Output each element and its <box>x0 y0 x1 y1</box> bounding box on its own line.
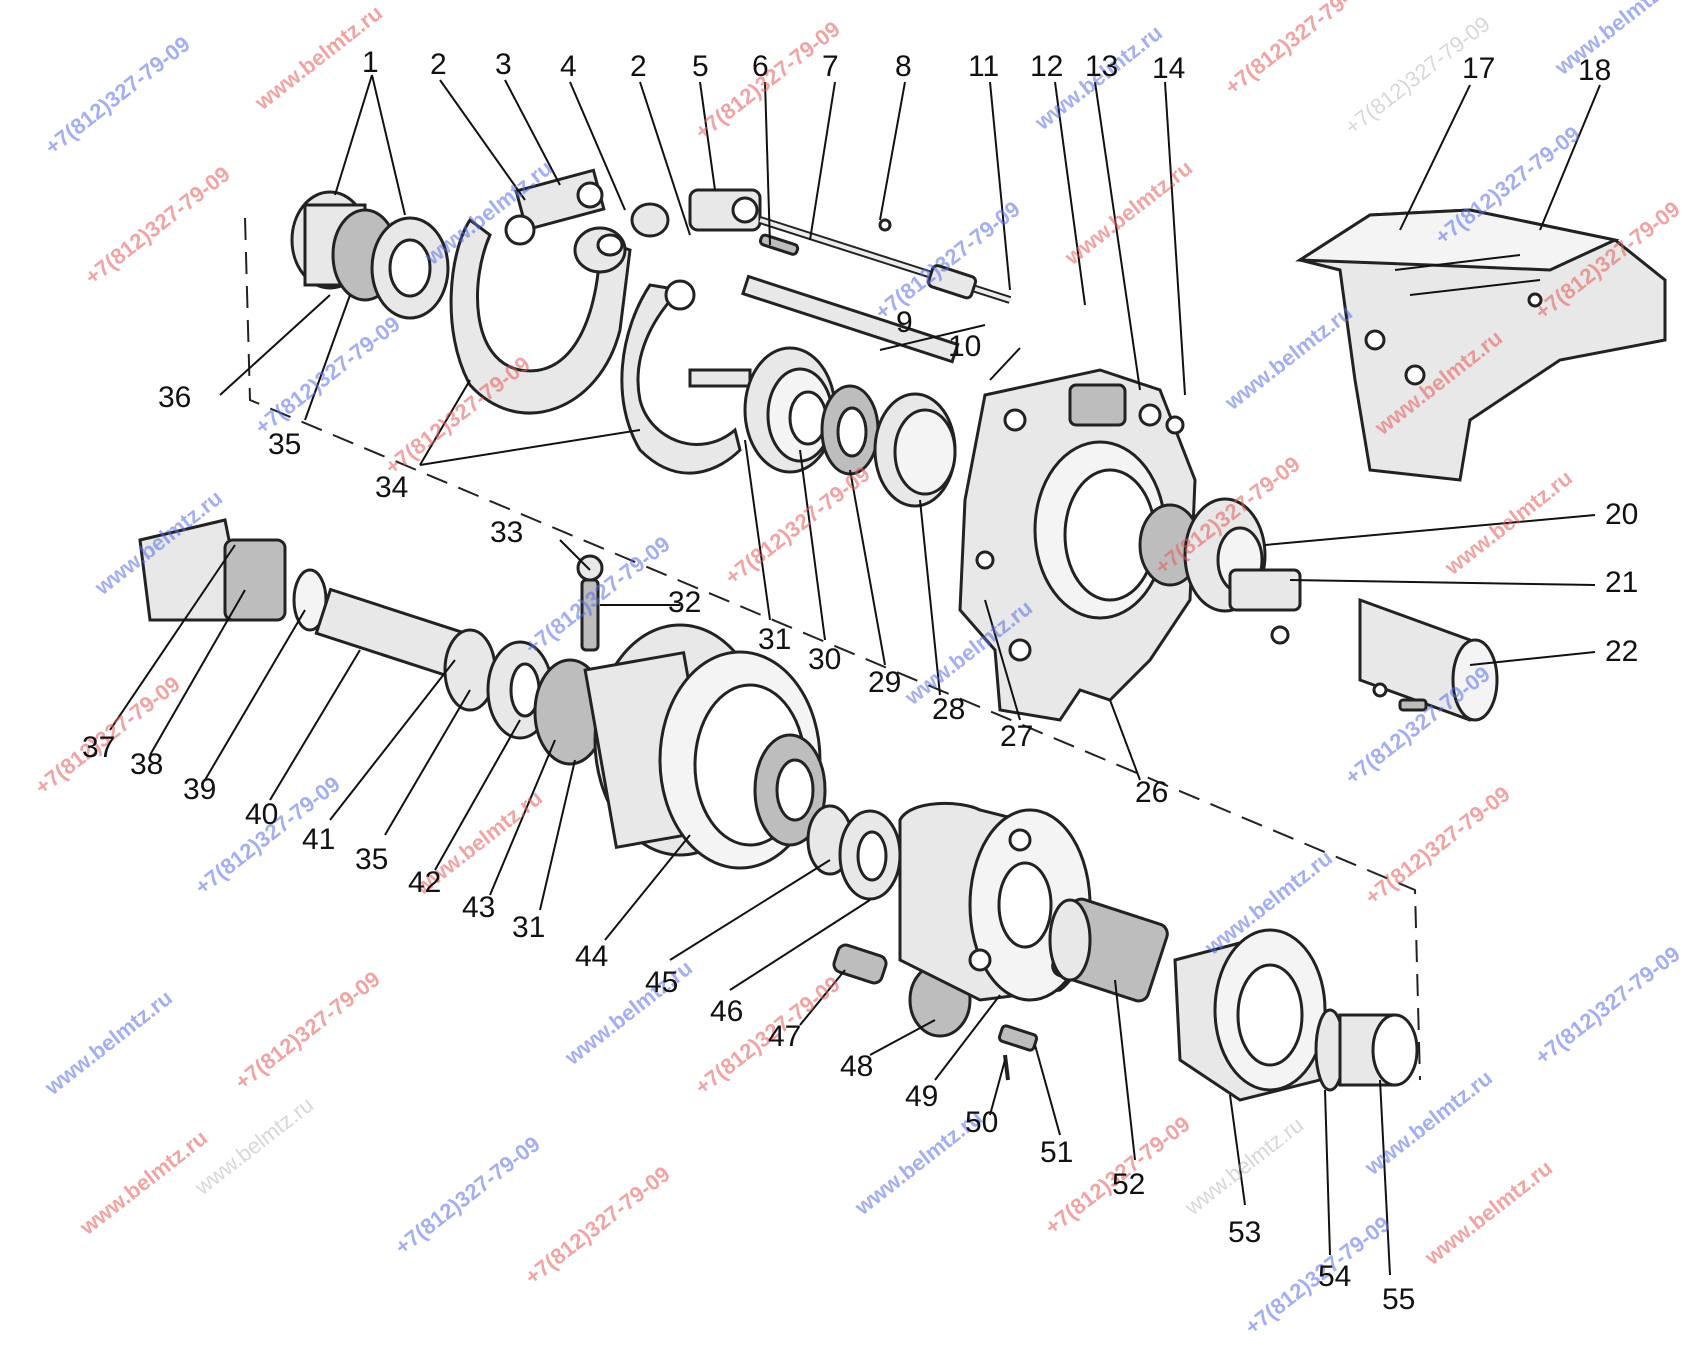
part-ring-gear-drum <box>583 623 827 870</box>
callout-31: 31 <box>512 911 546 944</box>
callout-38: 38 <box>130 748 164 781</box>
callout-1: 1 <box>362 46 379 79</box>
callout-44: 44 <box>575 940 609 973</box>
part-protective-guard <box>1295 208 1667 482</box>
callout-51: 51 <box>1040 1136 1074 1169</box>
part-lever-rod <box>688 188 1012 304</box>
callout-8: 8 <box>895 50 912 83</box>
callout-26: 26 <box>1135 776 1169 809</box>
callout-42: 42 <box>408 866 442 899</box>
part-sleeve <box>1314 1008 1419 1092</box>
callout-7: 7 <box>822 50 839 83</box>
callout-2: 2 <box>430 48 447 81</box>
callout-54: 54 <box>1318 1260 1352 1293</box>
callout-21: 21 <box>1605 566 1639 599</box>
callout-40: 40 <box>245 798 279 831</box>
part-brake-shoe <box>620 274 960 475</box>
callout-11: 11 <box>968 50 1000 83</box>
callout-14: 14 <box>1152 52 1186 85</box>
callout-22: 22 <box>1605 635 1639 668</box>
callout-27: 27 <box>1000 720 1034 753</box>
callout-28: 28 <box>932 693 966 726</box>
part-main-shaft <box>138 518 607 766</box>
part-output-gear <box>1138 497 1302 645</box>
callout-39: 39 <box>183 773 217 806</box>
callout-46: 46 <box>710 995 744 1028</box>
callout-33: 33 <box>490 516 524 549</box>
part-brake-band <box>449 168 670 415</box>
callout-55: 55 <box>1382 1283 1416 1316</box>
callout-52: 52 <box>1112 1168 1146 1201</box>
callout-36: 36 <box>158 381 192 414</box>
callout-50: 50 <box>965 1106 999 1139</box>
part-input-shaft-stack <box>688 346 957 508</box>
callout-41: 41 <box>302 823 336 856</box>
callout-20: 20 <box>1605 498 1639 531</box>
callout-2: 2 <box>630 50 647 83</box>
callout-13: 13 <box>1085 50 1119 83</box>
callout-3: 3 <box>495 48 512 81</box>
part-bearing-assembly <box>290 190 450 320</box>
callout-34: 34 <box>375 471 409 504</box>
part-grease-fitting <box>576 554 604 652</box>
part-end-cap <box>1358 597 1499 722</box>
callout-12: 12 <box>1030 50 1064 83</box>
callout-4: 4 <box>560 50 577 83</box>
assembly-outline <box>244 217 1421 1081</box>
part-housing <box>958 368 1197 722</box>
callout-6: 6 <box>752 50 769 83</box>
callout-35: 35 <box>355 843 389 876</box>
callout-9: 9 <box>896 306 913 339</box>
callout-48: 48 <box>840 1050 874 1083</box>
callout-30: 30 <box>808 643 842 676</box>
callout-29: 29 <box>868 666 902 699</box>
part-drum-cup <box>1173 928 1327 1102</box>
callout-37: 37 <box>82 731 116 764</box>
callout-47: 47 <box>768 1020 802 1053</box>
leader-lines <box>109 74 1601 1276</box>
callout-53: 53 <box>1228 1216 1262 1249</box>
callout-5: 5 <box>692 50 709 83</box>
part-pins <box>997 1024 1039 1081</box>
callout-43: 43 <box>462 891 496 924</box>
callout-49: 49 <box>905 1080 939 1113</box>
callout-35: 35 <box>268 428 302 461</box>
callout-10: 10 <box>948 330 982 363</box>
callout-45: 45 <box>645 966 679 999</box>
callout-17: 17 <box>1462 52 1496 85</box>
part-sun-gear <box>1048 897 1169 1003</box>
callout-32: 32 <box>668 586 702 619</box>
callout-18: 18 <box>1578 54 1612 87</box>
callout-31: 31 <box>758 623 792 656</box>
